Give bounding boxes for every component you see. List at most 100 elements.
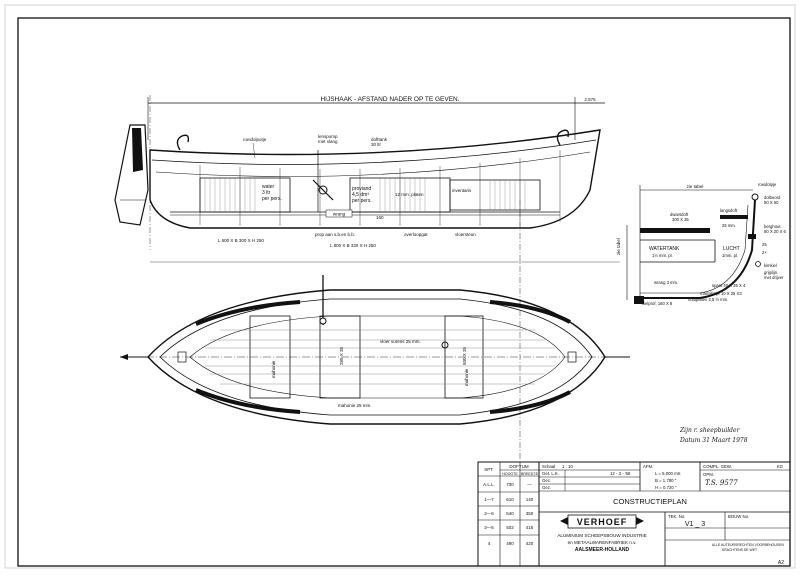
row-3-spt: 3—5 [484,525,494,530]
afm-label: AFM. [643,464,653,469]
rudder-outline [114,124,149,226]
note-line-2: Datum 31 Maart 1978 [679,437,748,444]
row-3-hoogte: 502 [506,525,514,530]
label-huidplaten: huidplaten 2,5 ½ mm. [688,297,728,302]
afm-H: H = 0.720 " [655,485,677,490]
tank-hatching-3 [489,180,526,210]
tek-label: TEK. No. [668,514,685,519]
gunwale-plan-inner [159,298,593,416]
label-tank-size-1: L 600 X B 300 X H 250 [218,238,264,243]
label-wrang-section: wrang 3 mm. [654,280,678,285]
row-0-hoogte: 730 [506,482,514,487]
label-platen: 12 mm. platen [395,192,424,197]
label-mahonie-right: mahonie [464,368,469,386]
th-hoogte: HOOGTE [502,472,518,476]
get-date: 12 - 3 - '68 [610,471,631,476]
label-tank-size-2: L 800 X B 330 X H 250 [330,243,376,248]
sheet-border [17,17,791,567]
company-line-1: ALUMINIUM SCHEEPSBOUW INDUSTRIE [557,533,646,538]
row-4-spt: 4 [488,541,491,546]
lenspomp-handle [312,179,334,201]
floor-boards [205,329,555,385]
afm-B: B = 1.780 " [655,478,677,483]
label-watertank-dim: 1½ mm. pl. [652,253,673,258]
label-kielprof: kielprof. 160 X 8 [642,301,673,306]
label-wrang: wrang [333,212,346,217]
row-1-spt: 1—7 [484,497,494,502]
mast-step [319,317,327,325]
label-roeidolpje: roeidolpje [758,182,777,187]
fender-strip-bl [195,388,301,414]
hoist-hook-aft [176,134,190,151]
th-doftum: DOFTUM [509,464,528,469]
section-keel [634,296,644,304]
top-right-dimension: 2.575 [584,97,596,102]
section-grijplijn [755,261,761,267]
rudder-stock [132,128,143,172]
company-logo: VERHOEF [577,517,628,527]
section-rowlock [751,193,759,201]
fender-strip-br [489,390,571,414]
label-lucht: LUCHT [723,246,740,252]
note-line-1: Zijn r. sheepbuilder [679,427,741,434]
bow-fitting [567,351,577,363]
row-0-breedte: — [527,482,532,487]
thwart-mid [319,315,361,399]
label-160: 160 [376,215,384,220]
label-lucht-dim: 1mm. pl. [722,253,738,258]
label-zie-tabel-top: zie tabel [687,184,704,189]
section-berghout [748,234,756,239]
label-285x35: 285 X 35 [339,346,344,365]
label-kimkiel: kimkiel [764,263,777,268]
gez-label: Gez. [542,485,551,490]
logo-arrow-right [636,517,644,525]
company-line-2: en METAALWARENFABRIEK n.v. [568,540,637,545]
stern-arrow [120,354,128,360]
label-inventaris: inventaris [452,188,472,193]
row-4-breedte: 420 [526,541,534,546]
wrang-box [325,209,353,218]
outer-trim-line [4,4,796,569]
label-vloersteun: vloersteun [455,232,476,237]
label-prop: prop aan s.b.en b.b. [315,232,355,237]
section-hull [640,199,756,299]
label-zie-tabel-side: zie tabel [616,238,621,255]
title-block: SPT. DOFTUM HOOGTE BREEDTE A.L.L. 730 — … [477,461,791,567]
sheer-strake [155,151,591,177]
label-mahonie-bottom: mahonie 25 mm. [338,403,372,408]
label-mahonie-left: mahonie [271,360,276,378]
side-bench-plan [189,315,566,399]
label-500x35: 500 X 35 [462,346,467,365]
fender-strip-tl [195,300,301,326]
row-0-spt: A.L.L. [483,482,495,487]
hoist-hook-fwd [556,129,570,146]
section-frame [640,204,749,294]
row-1-hoogte: 610 [506,497,514,502]
label-manolijstje: manolijstje 10 X 25 X3 [700,291,742,296]
gec-label: Gec. [542,478,551,483]
thwart-aft [249,315,291,399]
note-stamp: T.S. 9577 [705,479,738,487]
bouw-label: BOUW No. [728,514,749,519]
label-overloopgat: overloopgat [404,232,428,237]
tank-hatching-2 [379,178,426,212]
label-spant: spant 40 X 35 X 4 [712,283,746,288]
tek-value: V1 _ 3 [685,521,705,528]
side-view: HIJSHAAK - AFSTAND NADER OP TE GEVEN. 2.… [114,96,605,248]
pump-plan [441,341,449,349]
label-watertank: WATERTANK [649,246,680,252]
lenspomp-wheel [318,185,328,195]
tank-hatching-1 [204,178,256,212]
opm-label: OPM. [703,472,714,477]
th-spt: SPT. [484,467,494,472]
